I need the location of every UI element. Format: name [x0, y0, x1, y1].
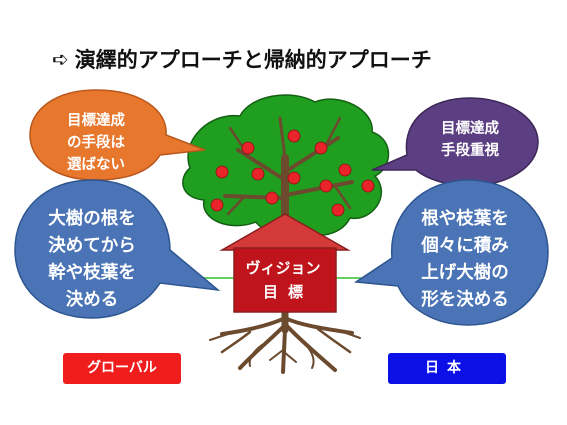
apple-6	[287, 171, 301, 185]
tree-roots	[209, 296, 361, 374]
apple-5	[251, 167, 265, 181]
arrow-right-icon: ➪	[52, 47, 69, 71]
apple-1	[287, 129, 301, 143]
house-label-goal: 目標	[262, 283, 313, 301]
apple-9	[361, 179, 375, 193]
purple-bubble-text: 目標達成 手段重視	[441, 121, 499, 159]
global-label: グローバル	[63, 353, 181, 384]
house-body	[233, 247, 337, 313]
apple-10	[210, 198, 224, 212]
blue-speech-bubble-left	[14, 179, 221, 319]
slide-title: ➪ 演繹的アプローチと帰納的アプローチ	[52, 44, 432, 74]
house-label-vision: ヴィジョン	[245, 259, 321, 277]
japan-label: 日本	[388, 353, 506, 384]
apple-12	[331, 203, 345, 217]
apple-3	[314, 141, 328, 155]
blue-left-bubble-text: 大樹の根を 決めてから 幹や枝葉を 決める	[48, 209, 136, 310]
apple-11	[265, 191, 279, 205]
house-label: ヴィジョン 目標	[236, 256, 330, 304]
tree-branches	[223, 116, 354, 229]
apple-4	[215, 165, 229, 179]
apple-8	[319, 179, 333, 193]
vision-house	[219, 213, 351, 313]
orange-bubble-text: 目標達成 の手段は 選ばない	[67, 113, 125, 173]
slide-title-text: 演繹的アプローチと帰納的アプローチ	[74, 48, 432, 72]
apple-2	[241, 141, 255, 155]
blue-speech-bubble-right	[353, 179, 549, 326]
blue-right-bubble-text: 根や枝葉を 個々に積み 上げ大樹の 形を決める	[421, 209, 509, 310]
apple-7	[338, 163, 352, 177]
apples	[210, 129, 375, 217]
